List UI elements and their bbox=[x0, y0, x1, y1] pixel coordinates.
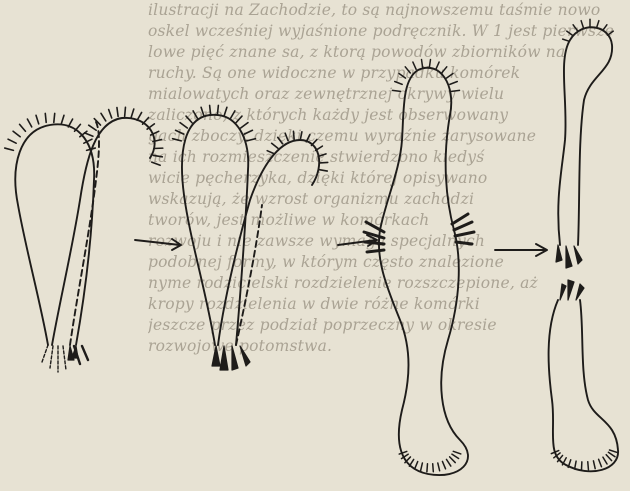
bristle bbox=[319, 170, 327, 171]
bristle bbox=[575, 461, 576, 469]
bristle bbox=[61, 115, 64, 124]
bristle bbox=[421, 463, 423, 471]
bristle bbox=[581, 21, 583, 28]
bristle bbox=[27, 119, 31, 127]
bristle bbox=[236, 116, 242, 123]
stage-3-cell bbox=[364, 60, 474, 476]
bristle bbox=[152, 162, 160, 165]
bristle bbox=[442, 461, 445, 468]
bristle bbox=[593, 461, 595, 469]
bristle bbox=[438, 463, 440, 471]
bristle bbox=[230, 111, 235, 119]
stage-4-cells bbox=[549, 19, 619, 471]
bristle bbox=[446, 73, 453, 78]
bristle bbox=[610, 450, 618, 452]
bristle bbox=[429, 60, 430, 68]
bristle bbox=[300, 132, 302, 140]
bristle bbox=[452, 90, 460, 91]
bristle bbox=[442, 67, 447, 73]
stage-2-cells bbox=[173, 105, 328, 370]
bristle bbox=[415, 462, 418, 469]
bristle bbox=[54, 113, 55, 122]
stage-1-cilia-tuft bbox=[42, 345, 88, 372]
bristle bbox=[101, 113, 106, 121]
bristle bbox=[450, 457, 456, 463]
bristle bbox=[318, 154, 326, 156]
bristle bbox=[125, 107, 126, 116]
bristle bbox=[131, 109, 134, 118]
bristle bbox=[608, 31, 614, 35]
bristle bbox=[36, 115, 39, 124]
bristle bbox=[393, 90, 401, 91]
bristle bbox=[193, 111, 198, 119]
bristle bbox=[427, 464, 428, 472]
stage-4-lower-cilia bbox=[560, 280, 584, 300]
stage-4-upper-cilia bbox=[556, 245, 582, 268]
bristle bbox=[436, 62, 439, 69]
bristle bbox=[153, 155, 162, 156]
bristle bbox=[8, 139, 16, 143]
arrow-3 bbox=[495, 244, 547, 256]
bristle bbox=[201, 107, 204, 116]
bristle bbox=[109, 110, 112, 118]
bristle bbox=[217, 105, 218, 114]
bristle bbox=[137, 112, 141, 120]
bristle bbox=[117, 108, 118, 117]
bristle bbox=[45, 113, 46, 122]
bristle bbox=[450, 82, 457, 85]
bristle bbox=[89, 125, 96, 130]
bristle bbox=[573, 25, 577, 31]
bristle bbox=[5, 148, 14, 150]
bristle bbox=[85, 133, 93, 136]
bristle bbox=[244, 130, 252, 134]
bristle bbox=[176, 130, 184, 134]
bristle bbox=[180, 123, 187, 128]
bristle bbox=[311, 140, 316, 146]
bristle bbox=[13, 131, 20, 137]
bristle bbox=[422, 60, 423, 68]
bristle bbox=[606, 455, 611, 461]
bristle bbox=[433, 464, 434, 472]
bristle bbox=[241, 123, 248, 128]
bristle bbox=[87, 148, 96, 150]
bristle bbox=[563, 39, 570, 41]
bristle bbox=[395, 82, 402, 85]
bristle bbox=[567, 31, 573, 35]
bristle bbox=[272, 143, 278, 148]
bristle bbox=[409, 459, 413, 466]
bristle bbox=[446, 459, 450, 466]
bristle bbox=[452, 454, 459, 458]
bristle bbox=[293, 131, 294, 139]
bristle bbox=[453, 451, 461, 454]
bristle bbox=[399, 73, 406, 78]
bristle bbox=[413, 62, 416, 69]
bristle bbox=[597, 21, 599, 28]
bristle bbox=[210, 105, 211, 114]
bristle bbox=[247, 139, 256, 141]
bristle bbox=[186, 116, 192, 123]
stage-2-cilia-tuft bbox=[212, 346, 250, 370]
bristle bbox=[603, 25, 607, 31]
bristle bbox=[278, 137, 283, 143]
bristle bbox=[603, 457, 607, 464]
bristle bbox=[224, 107, 227, 116]
bristle bbox=[608, 452, 615, 456]
bristle bbox=[267, 151, 274, 154]
bristle bbox=[20, 124, 26, 131]
bristle bbox=[173, 139, 182, 141]
bristle bbox=[405, 67, 410, 73]
bristle bbox=[320, 162, 328, 163]
arrow-1 bbox=[135, 239, 181, 250]
bristle bbox=[588, 462, 589, 470]
bristle bbox=[285, 133, 288, 140]
bristle bbox=[599, 459, 602, 466]
arrow-2 bbox=[338, 235, 377, 246]
